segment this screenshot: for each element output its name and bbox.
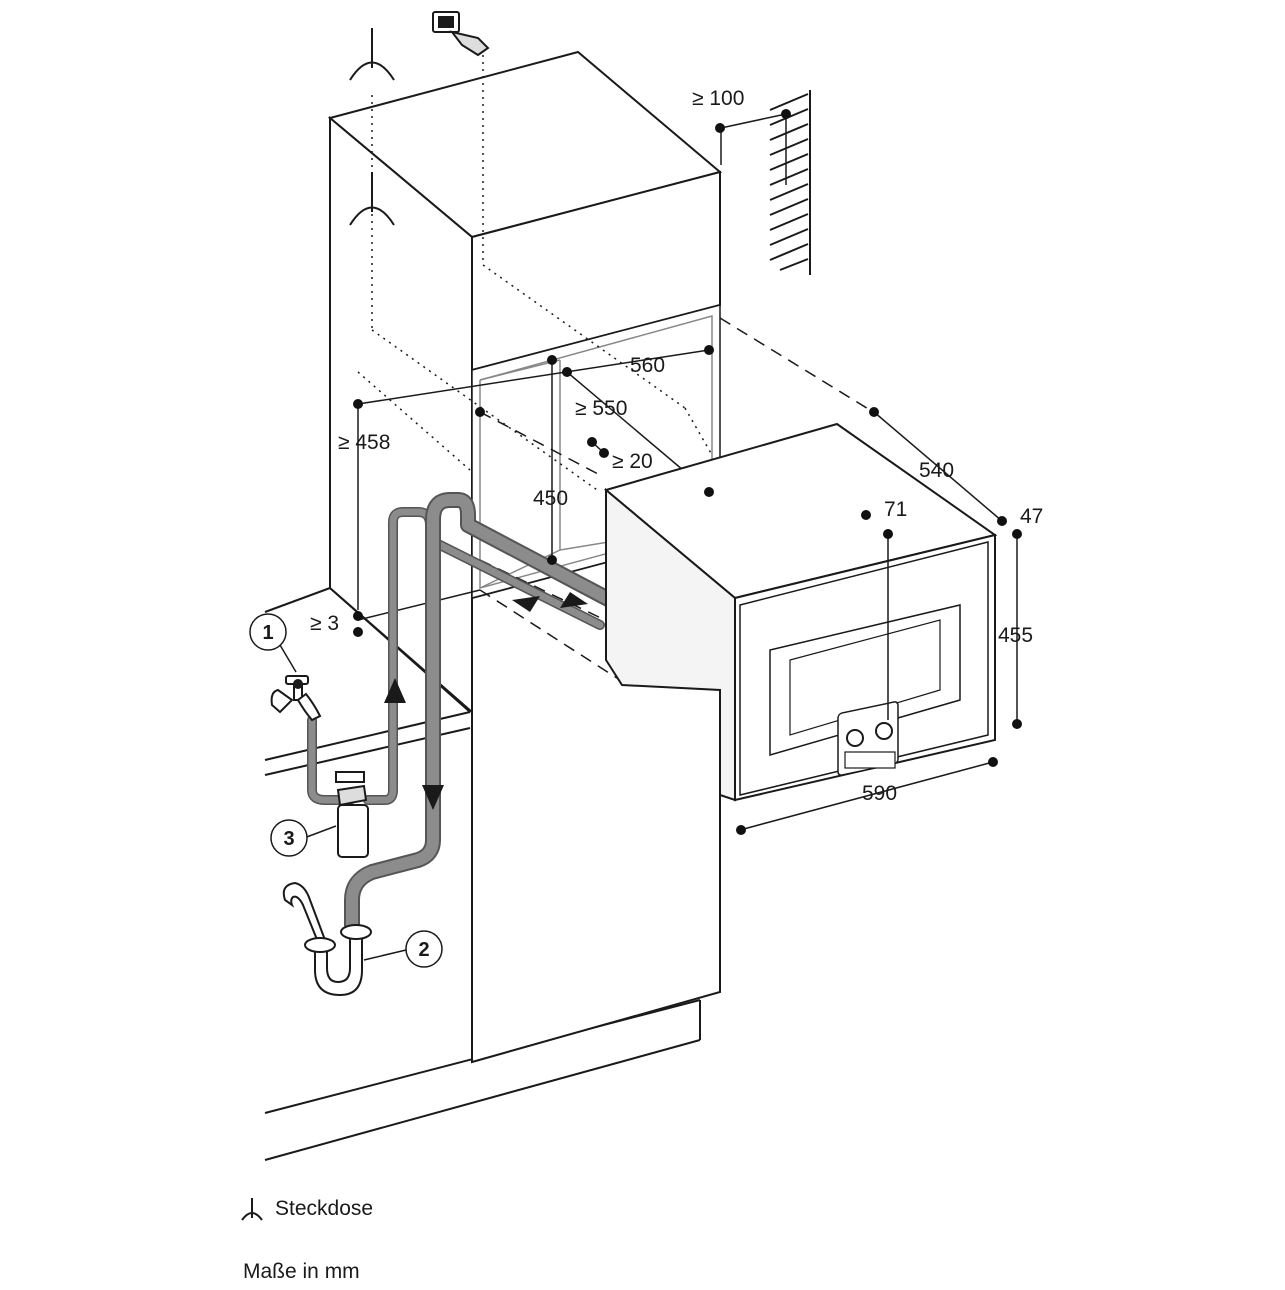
dim-71-label: 71 [884,498,907,521]
water-pipes [307,492,618,933]
water-tap-icon [270,675,322,722]
dim-47-label: 47 [1020,505,1043,528]
wall-hatch [769,90,811,275]
callout-3-label: 3 [283,828,294,850]
dimension-labels: ≥ 100 560 ≥ 550 ≥ 458 ≥ 20 450 540 71 47… [310,87,1043,805]
arrow-left-icon [512,596,540,612]
flow-arrows [384,592,588,810]
appliance [603,422,998,802]
drain-siphon-icon [282,881,372,997]
callout-2: 2 [405,930,443,968]
callout-1: 1 [249,613,287,651]
dim-100-label: ≥ 100 [692,87,744,110]
dim-540-label: 540 [919,459,954,482]
dim-458-label: ≥ 458 [338,431,390,454]
callout-1-label: 1 [262,622,273,644]
legend-socket-label: Steckdose [275,1197,374,1220]
units-note: Maße in mm [243,1260,360,1283]
dim-20-label: ≥ 20 [612,450,653,473]
socket-icon [349,28,395,226]
dim-550-label: ≥ 550 [575,397,627,420]
plug-icon [432,11,490,57]
legend-socket-icon [241,1198,263,1221]
dim-590-label: 590 [862,782,897,805]
arrow-right-icon [560,592,588,608]
knob-left-icon [846,729,864,747]
dim-455-label: 455 [998,624,1033,647]
dim-560-label: 560 [630,354,665,377]
arrow-up-icon [384,678,406,703]
dimension-dots [353,109,1022,835]
water-filter-icon [335,771,369,858]
callout-leaders [279,644,407,961]
callout-3: 3 [270,819,308,857]
dotted-guides [357,48,713,493]
knob-right-icon [875,722,893,740]
dim-450-label: 450 [533,487,568,510]
callout-2-label: 2 [418,939,429,961]
arrow-down-icon [422,785,444,810]
dim-3-label: ≥ 3 [310,612,339,635]
